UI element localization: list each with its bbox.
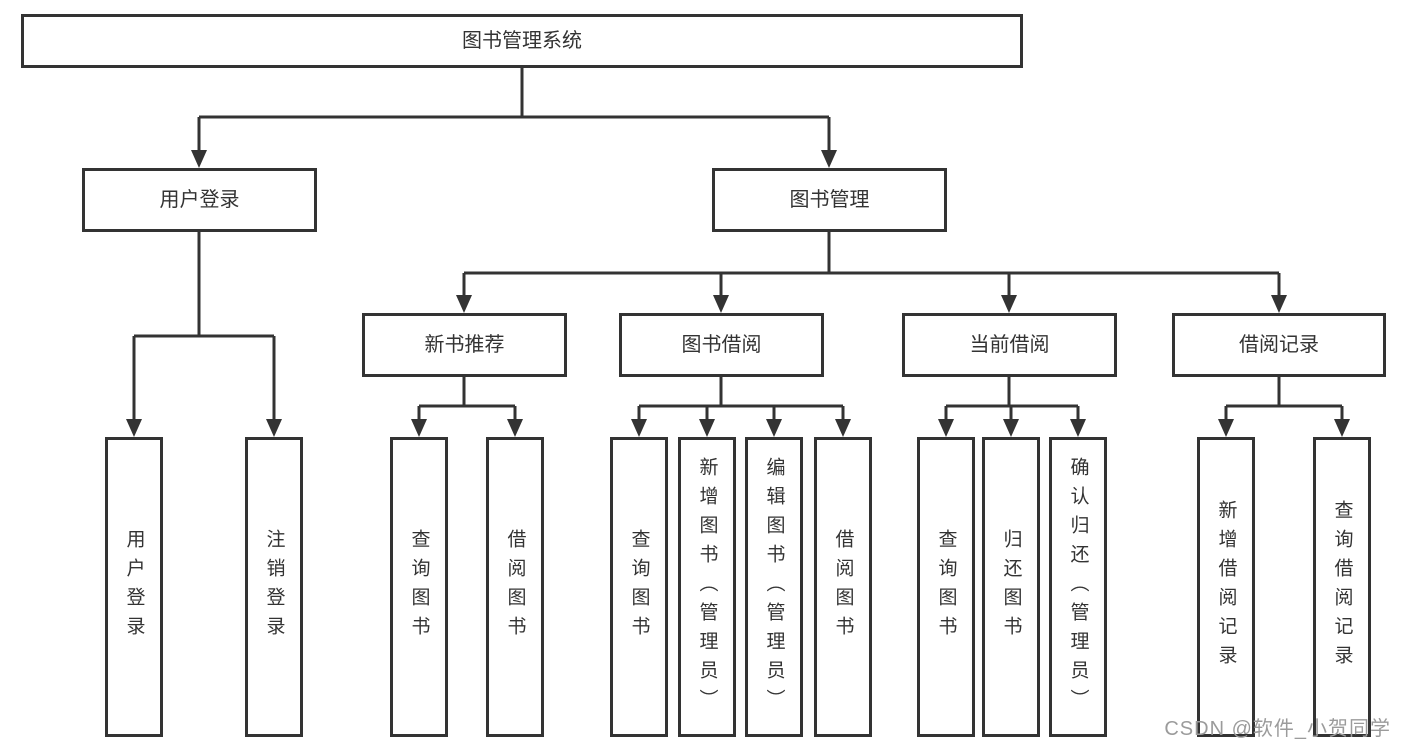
- leaf-edit-book-admin: 编辑图书（管理员）: [745, 437, 803, 737]
- edge-borrow-records-children: [1218, 376, 1350, 437]
- edge-user-login-children: [126, 231, 282, 437]
- leaf-query-book-3: 查询图书: [917, 437, 975, 737]
- edge-new-book-rec-children: [411, 376, 523, 437]
- leaf-user-login: 用户登录: [105, 437, 163, 737]
- node-root: 图书管理系统: [21, 14, 1023, 68]
- leaf-borrow-book-2: 借阅图书: [814, 437, 872, 737]
- edge-book-borrow-children: [631, 376, 851, 437]
- leaf-query-book-2: 查询图书: [610, 437, 668, 737]
- leaf-borrow-book-1: 借阅图书: [486, 437, 544, 737]
- node-new-book-rec: 新书推荐: [362, 313, 567, 377]
- node-user-login: 用户登录: [82, 168, 317, 232]
- leaf-add-borrow-record: 新增借阅记录: [1197, 437, 1255, 737]
- edge-book-mgmt-children: [456, 232, 1287, 313]
- leaf-query-borrow-record: 查询借阅记录: [1313, 437, 1371, 737]
- node-book-mgmt: 图书管理: [712, 168, 947, 232]
- edge-root-to-level2: [191, 68, 837, 168]
- leaf-return-book: 归还图书: [982, 437, 1040, 737]
- node-current-borrow: 当前借阅: [902, 313, 1117, 377]
- leaf-logout: 注销登录: [245, 437, 303, 737]
- leaf-query-book-1: 查询图书: [390, 437, 448, 737]
- watermark: CSDN @软件_小贺同学: [1164, 718, 1391, 740]
- edge-current-borrow-children: [938, 376, 1086, 437]
- node-book-borrow: 图书借阅: [619, 313, 824, 377]
- leaf-add-book-admin: 新增图书（管理员）: [678, 437, 736, 737]
- leaf-confirm-return-admin: 确认归还（管理员）: [1049, 437, 1107, 737]
- node-borrow-records: 借阅记录: [1172, 313, 1386, 377]
